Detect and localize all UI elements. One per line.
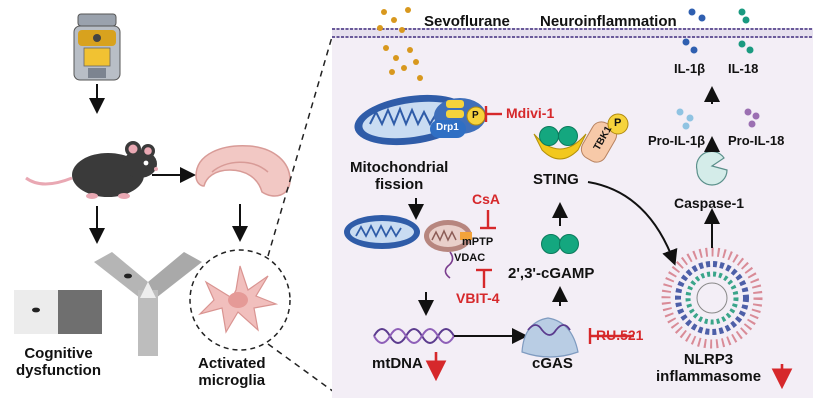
hippocampus-icon xyxy=(195,145,291,197)
zoom-line-bottom xyxy=(267,343,335,393)
pro-il-18-label: Pro-IL-18 xyxy=(728,133,785,148)
nlrp3-inflammasome-label: NLRP3 inflammasome xyxy=(656,351,762,385)
phosphate-tbk1 xyxy=(607,113,629,135)
nlrp3-inflammasome-icon xyxy=(661,247,763,349)
mdivi-1-label: Mdivi-1 xyxy=(506,105,555,121)
il-18-molecules xyxy=(738,8,754,54)
sting-icon xyxy=(533,126,587,160)
mtdna-label: mtDNA xyxy=(372,355,423,372)
sting-to-nlrp3-arrow xyxy=(587,181,678,266)
cgamp-label: 2',3'-cGAMP xyxy=(508,265,595,282)
tbk1-p-label: P xyxy=(614,117,622,129)
caspase-1-label: Caspase-1 xyxy=(674,195,745,211)
il-18-label: IL-18 xyxy=(728,61,759,76)
mitochondrion-left-icon xyxy=(344,215,420,249)
vaporizer-icon xyxy=(73,13,121,81)
drp1-label: Drp1 xyxy=(436,122,459,133)
mouse-icon xyxy=(25,141,158,199)
cognitive-dysfunction-label: Cognitive dysfunction xyxy=(16,345,101,379)
pro-il-1b-molecules xyxy=(676,108,694,130)
pro-il-1b-label: Pro-IL-1β xyxy=(648,133,706,148)
sevoflurane-label: Sevoflurane xyxy=(424,13,510,30)
mitochondrial-fission-label: Mitochondrial fission xyxy=(350,159,449,193)
microglia-icon xyxy=(197,265,279,334)
il-1b-label: IL-1β xyxy=(674,61,706,76)
mtdna-helix-icon xyxy=(373,328,455,344)
open-field-dark-icon xyxy=(58,290,102,334)
cgas-label: cGAS xyxy=(532,355,573,372)
cgamp-icon xyxy=(541,234,579,254)
y-maze-icon xyxy=(94,252,202,356)
vdac-label: VDAC xyxy=(454,252,486,264)
vbit-4-label: VBIT-4 xyxy=(456,290,500,306)
zoom-line-top xyxy=(267,29,335,257)
neuroinflammation-label: Neuroinflammation xyxy=(540,13,677,30)
il-1b-molecules xyxy=(682,8,706,54)
sting-label: STING xyxy=(533,171,579,188)
activated-microglia-label: Activated microglia xyxy=(198,355,266,389)
microglia-zoom-circle xyxy=(189,249,291,351)
csa-label: CsA xyxy=(472,191,501,207)
cgas-icon xyxy=(521,317,579,358)
cell-membrane xyxy=(332,28,813,38)
mitochondrion-mptp-icon xyxy=(424,220,472,252)
ru-521-label: RU.521 xyxy=(596,327,644,343)
sevoflurane-molecules xyxy=(377,7,423,81)
drp1-p-label: P xyxy=(472,110,479,121)
pro-il-18-molecules xyxy=(744,108,760,128)
caspase-1-icon xyxy=(695,150,728,186)
mptp-label: mPTP xyxy=(462,236,494,248)
